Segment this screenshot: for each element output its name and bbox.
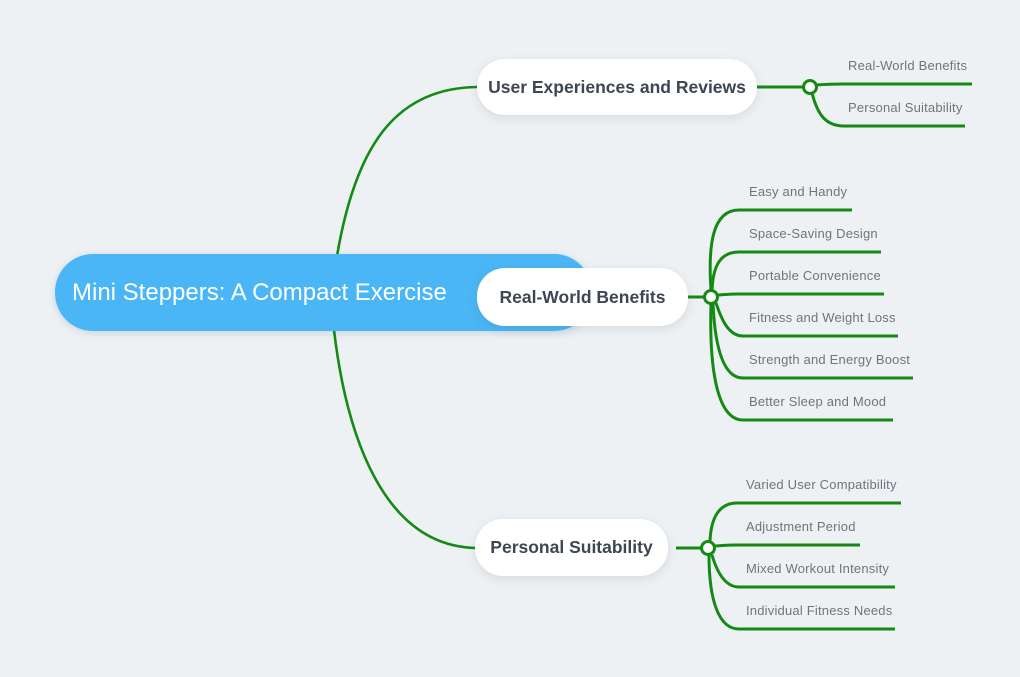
- branch-topic-personal-suitability[interactable]: Personal Suitability: [475, 519, 668, 576]
- branch-topic-label: Personal Suitability: [490, 537, 653, 557]
- leaf-line-varied-user-compatibility: [708, 501, 901, 542]
- subtopic-mixed-workout-intensity[interactable]: Mixed Workout Intensity: [746, 561, 890, 576]
- leaf-line-portable-convenience: [717, 292, 884, 297]
- leaf-line-fitness-and-weight-loss: [714, 302, 898, 338]
- branch-topic-real-world-benefits[interactable]: Real-World Benefits: [477, 268, 688, 326]
- branch-topic-label: Real-World Benefits: [499, 286, 666, 307]
- leaf-line-mixed-workout-intensity: [710, 554, 895, 589]
- leaf-line-space-saving-design: [710, 250, 881, 291]
- leaf-line-adjustment-period: [714, 543, 860, 548]
- subtopic-easy-and-handy[interactable]: Easy and Handy: [749, 184, 848, 199]
- root-topic-label: Mini Steppers: A Compact Exercise: [72, 278, 447, 306]
- subtopic-portable-convenience[interactable]: Portable Convenience: [749, 268, 881, 283]
- branch-curve-top: [335, 85, 478, 257]
- collapse-toggle-circle[interactable]: [700, 540, 716, 556]
- subtopic-personal-suitability[interactable]: Personal Suitability: [848, 100, 963, 115]
- subtopic-individual-fitness-needs[interactable]: Individual Fitness Needs: [746, 603, 893, 618]
- subtopic-fitness-and-weight-loss[interactable]: Fitness and Weight Loss: [749, 310, 896, 325]
- leaf-line-real-world-benefits: [815, 82, 972, 87]
- subtopic-strength-and-energy-boost[interactable]: Strength and Energy Boost: [749, 352, 911, 367]
- collapse-toggle-circle[interactable]: [703, 289, 719, 305]
- collapse-toggle-circle[interactable]: [802, 79, 818, 95]
- subtopic-better-sleep-and-mood[interactable]: Better Sleep and Mood: [749, 394, 887, 409]
- subtopic-varied-user-compatibility[interactable]: Varied User Compatibility: [746, 477, 897, 492]
- branch-topic-user-experiences[interactable]: User Experiences and Reviews: [477, 59, 757, 115]
- subtopic-real-world-benefits[interactable]: Real-World Benefits: [848, 58, 968, 73]
- leaf-line-personal-suitability: [810, 92, 965, 128]
- branch-curve-bottom: [332, 329, 478, 550]
- branch-topic-label: User Experiences and Reviews: [488, 76, 746, 97]
- leaf-line-better-sleep-and-mood: [709, 303, 893, 422]
- subtopic-space-saving-design[interactable]: Space-Saving Design: [749, 226, 878, 241]
- leaf-line-individual-fitness-needs: [707, 554, 895, 631]
- leaf-line-easy-and-handy: [708, 208, 852, 291]
- subtopic-adjustment-period[interactable]: Adjustment Period: [746, 519, 856, 534]
- leaf-line-strength-and-energy-boost: [711, 303, 913, 380]
